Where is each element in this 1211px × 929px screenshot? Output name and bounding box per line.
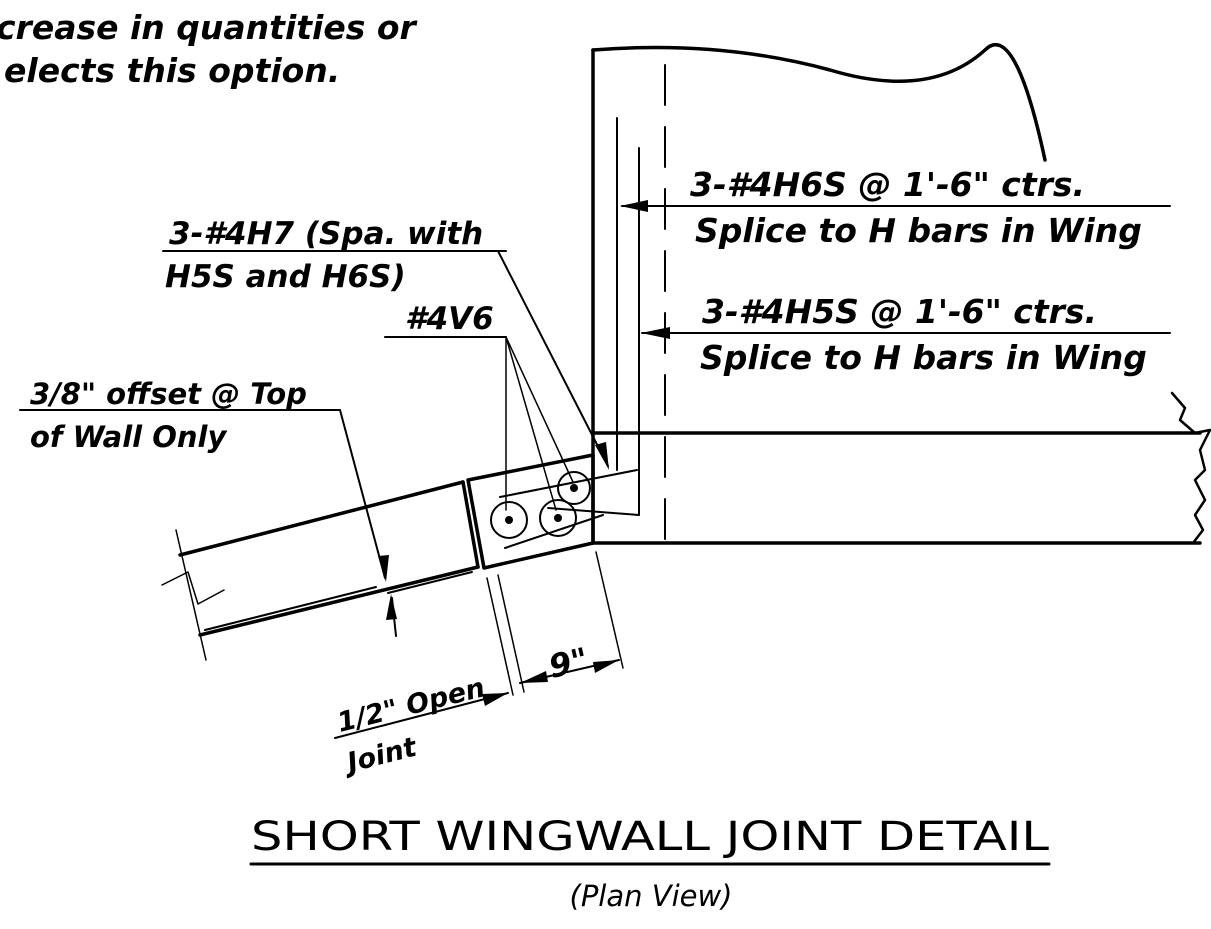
h6s-arrowhead — [620, 200, 648, 212]
open-joint-label-1: 1/2" Open — [334, 672, 488, 739]
offset-leader — [339, 409, 386, 579]
open-joint-label-2: Joint — [339, 732, 420, 780]
dim-9-label: 9" — [545, 640, 591, 686]
angled-wall-bottom-face — [198, 565, 480, 637]
offset-callout-line-1: 3/8" offset @ Top — [30, 377, 307, 411]
joint-ext-line-2 — [497, 574, 525, 693]
wing-wall — [591, 391, 1211, 545]
angled-wall-offset-line — [204, 586, 377, 631]
h6s-callout-line-2: Splice to H bars in Wing — [695, 211, 1142, 250]
joint-rebar-top — [499, 469, 638, 498]
angled-wall — [161, 453, 640, 661]
bar-circle-3 — [557, 471, 591, 505]
open-joint-underline — [334, 692, 509, 739]
bar-circle-1 — [490, 501, 528, 539]
bar-dot-1 — [505, 516, 513, 524]
h7-callout-line-2: H5S and H6S) — [165, 259, 406, 295]
drawing-subtitle: (Plan View) — [570, 879, 733, 913]
joint-block — [466, 453, 595, 570]
angled-wall-top-face — [178, 480, 465, 557]
angled-wall-end-face — [461, 480, 480, 569]
wall-break-line — [591, 43, 1047, 162]
joint-rebar-tie — [547, 507, 640, 516]
h5s-arrowhead — [641, 327, 670, 339]
open-joint-arrow — [482, 693, 508, 706]
offset-callout-line-2: of Wall Only — [30, 420, 227, 454]
v6-callout: #4V6 — [405, 301, 494, 337]
bar-dot-3 — [570, 484, 578, 492]
dim-9-arrow-left — [520, 671, 548, 683]
angled-wall-break-left — [175, 529, 207, 661]
v6-leader-3 — [505, 336, 574, 483]
h5s-callout-line-1: 3-#4H5S @ 1'-6" ctrs. — [702, 292, 1097, 331]
leaders — [19, 200, 1171, 637]
offset-arrow-up — [386, 594, 397, 620]
joint-ext-line-1 — [486, 577, 514, 696]
note-line-1: crease in quantities or — [0, 8, 418, 47]
bar-circle-2 — [539, 499, 577, 537]
bar-dot-2 — [554, 514, 562, 522]
angled-wall-break-symbol — [161, 571, 225, 605]
note-line-2: elects this option. — [4, 51, 340, 90]
v6-leader-2 — [505, 336, 557, 511]
h6s-callout-line-1: 3-#4H6S @ 1'-6" ctrs. — [690, 165, 1085, 204]
wing-break-line — [1170, 391, 1211, 545]
dim-9-arrow-right — [593, 660, 619, 673]
offset-arrow-down — [378, 555, 389, 582]
joint-rebar-bottom — [504, 514, 604, 549]
h7-leader — [497, 250, 609, 467]
angled-wall-offset-line-2 — [387, 571, 473, 594]
h5s-callout-line-2: Splice to H bars in Wing — [700, 338, 1147, 377]
dimensions — [334, 551, 624, 739]
drawing-title: SHORT WINGWALL JOINT DETAIL — [251, 814, 1050, 860]
h7-arrowhead — [595, 442, 609, 470]
dim-ext-line-3 — [595, 551, 624, 669]
h7-callout-line-1: 3-#4H7 (Spa. with — [169, 216, 483, 252]
